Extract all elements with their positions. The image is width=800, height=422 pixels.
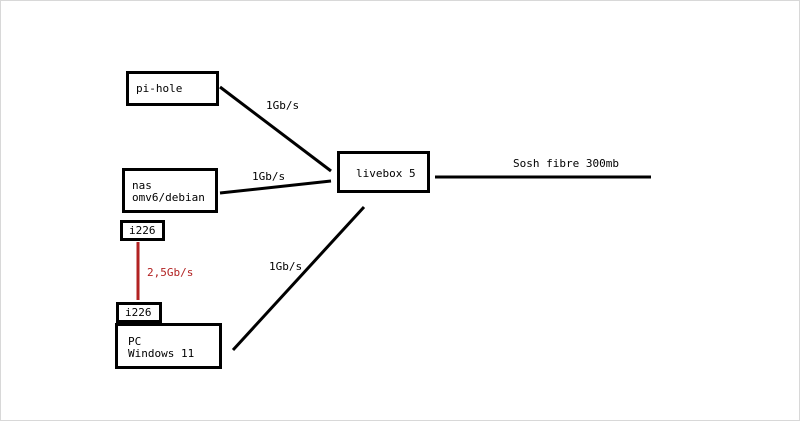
node-pc-nic: i226: [116, 302, 162, 323]
node-label: i226: [129, 224, 156, 237]
node-label: omv6/debian: [132, 191, 205, 204]
node-label: nas: [132, 179, 152, 192]
node-label: PC: [128, 335, 142, 348]
node-label: Windows 11: [128, 347, 195, 360]
node-label: i226: [125, 306, 152, 319]
node-label: pi-hole: [136, 82, 183, 95]
link-speed-direct: 2,5Gb/s: [147, 266, 194, 279]
node-nas: nas omv6/debian: [122, 168, 218, 213]
link-speed-pc: 1Gb/s: [269, 260, 303, 273]
link-pihole-livebox: [219, 85, 332, 173]
link-speed-nas: 1Gb/s: [252, 170, 286, 183]
node-pc: PC Windows 11: [115, 323, 222, 369]
link-pc-livebox: [231, 205, 366, 352]
link-speed-pihole: 1Gb/s: [266, 99, 300, 112]
node-label: livebox 5: [356, 167, 416, 180]
wan-label: Sosh fibre 300mb: [513, 157, 619, 170]
node-livebox: livebox 5: [337, 151, 430, 193]
node-nas-nic: i226: [120, 220, 165, 241]
link-nas-livebox: [219, 179, 332, 195]
node-pihole: pi-hole: [126, 71, 219, 106]
